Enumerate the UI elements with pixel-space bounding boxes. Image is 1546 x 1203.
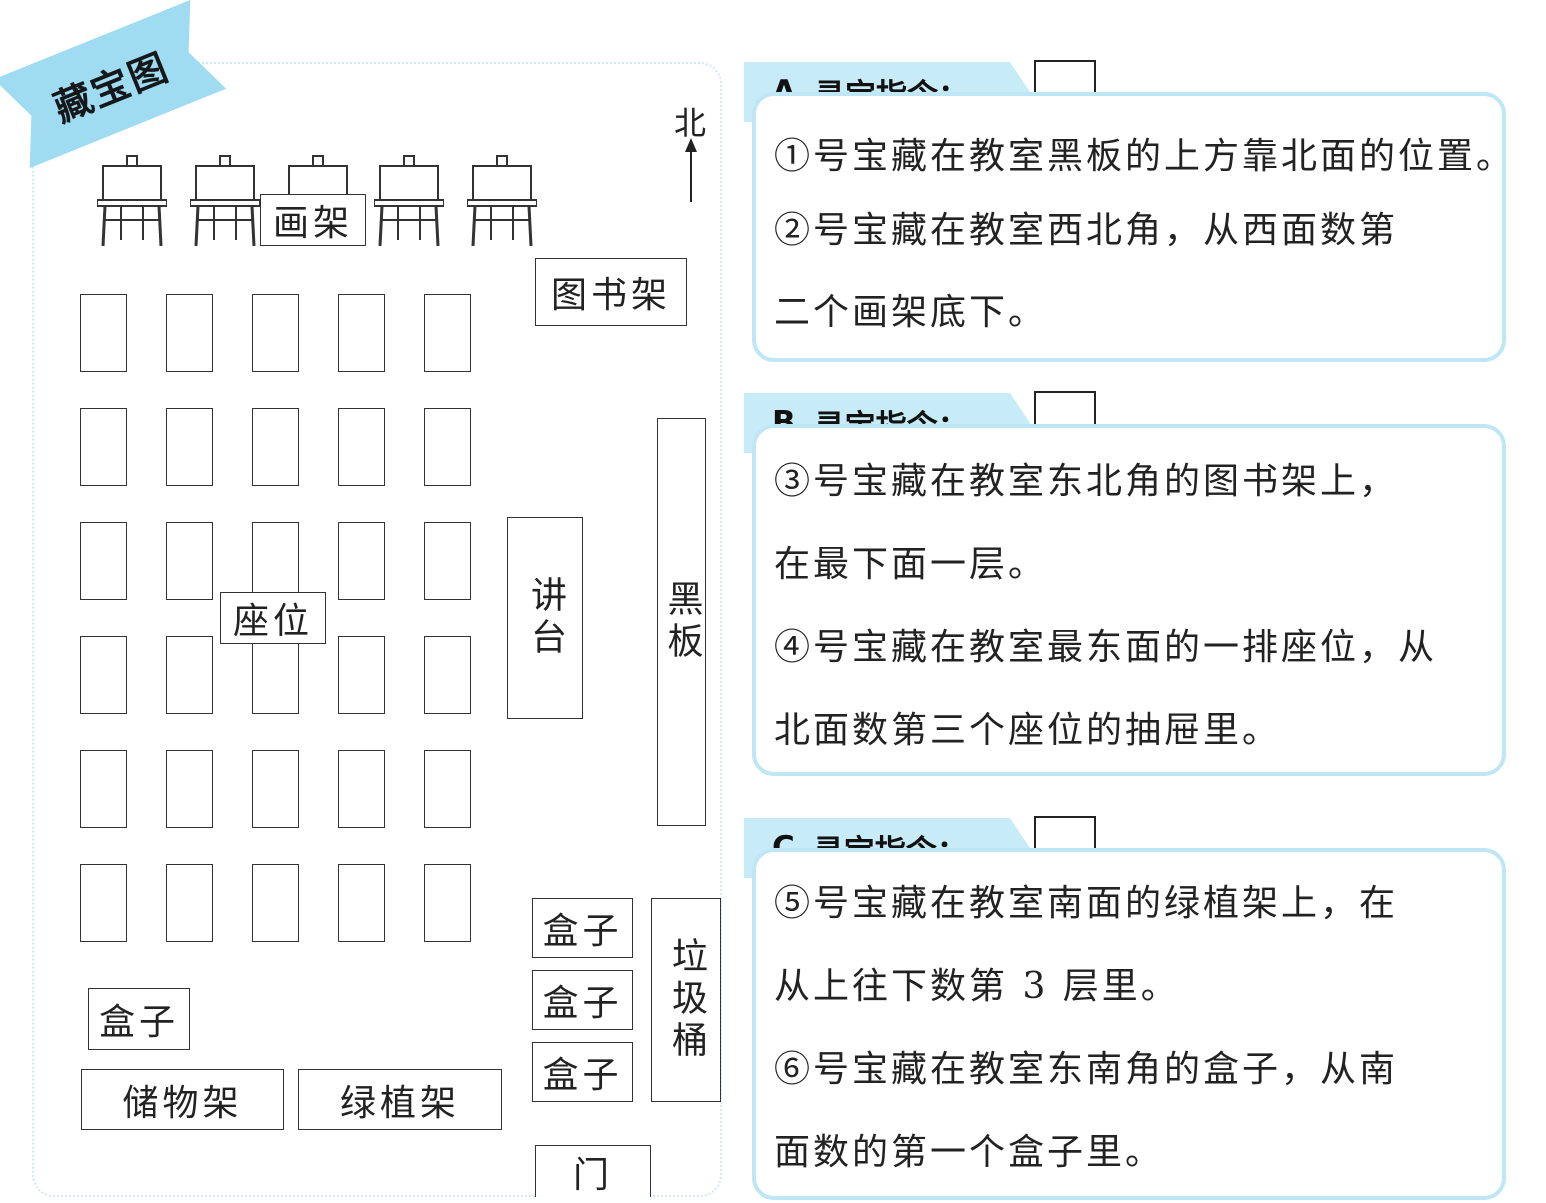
seat	[424, 522, 471, 600]
instruction-line: 在最下面一层。	[774, 544, 1048, 585]
seat	[252, 750, 299, 828]
instruction-b-card: ③号宝藏在教室东北角的图书架上， 在最下面一层。 ④号宝藏在教室最东面的一排座位…	[752, 424, 1506, 776]
seat	[338, 864, 385, 942]
instruction-a-card: ①号宝藏在教室黑板的上方靠北面的位置。 ②号宝藏在教室西北角，从西面数第 二个画…	[752, 92, 1516, 362]
seat	[338, 636, 385, 714]
seat	[252, 294, 299, 372]
instruction-c-card: ⑤号宝藏在教室南面的绿植架上，在 从上往下数第 3 层里。 ⑥号宝藏在教室东南角…	[752, 848, 1506, 1200]
instruction-line: ④号宝藏在教室最东面的一排座位，从	[774, 627, 1438, 668]
box-label: 盒子	[532, 1042, 633, 1102]
seat	[80, 636, 127, 714]
seat	[166, 294, 213, 372]
seat	[252, 408, 299, 486]
instruction-line: ③号宝藏在教室东北角的图书架上，	[774, 461, 1399, 502]
seat	[338, 522, 385, 600]
seat	[338, 294, 385, 372]
north-label: 北	[674, 104, 707, 142]
easel-icon	[467, 155, 537, 246]
seat	[252, 636, 299, 714]
instruction-line: 面数的第一个盒子里。	[774, 1132, 1165, 1173]
seat	[166, 636, 213, 714]
seat	[80, 864, 127, 942]
seat	[424, 864, 471, 942]
instruction-line: ②号宝藏在教室西北角，从西面数第	[774, 210, 1399, 251]
instruction-line: ①号宝藏在教室黑板的上方靠北面的位置。	[774, 136, 1516, 177]
north-arrow-icon	[685, 138, 697, 202]
seat	[424, 636, 471, 714]
easel-icon	[190, 155, 260, 246]
seat	[424, 294, 471, 372]
blackboard-label: 黑板	[657, 418, 706, 826]
seat	[80, 750, 127, 828]
box-label: 盒子	[532, 970, 633, 1030]
instruction-line: ⑤号宝藏在教室南面的绿植架上，在	[774, 883, 1399, 924]
bookshelf-label: 图书架	[535, 258, 687, 326]
trash-bin-label: 垃圾桶	[651, 898, 721, 1102]
storage-shelf-label: 储物架	[81, 1069, 284, 1130]
door-label: 门	[535, 1145, 651, 1197]
plant-shelf-label: 绿植架	[298, 1069, 502, 1130]
instruction-line: ⑥号宝藏在教室东南角的盒子，从南	[774, 1049, 1399, 1090]
seat	[166, 750, 213, 828]
seat	[252, 864, 299, 942]
seat	[166, 864, 213, 942]
seat	[338, 408, 385, 486]
instruction-line: 北面数第三个座位的抽屉里。	[774, 710, 1282, 751]
easel-label: 画架	[260, 194, 366, 246]
instruction-line: 二个画架底下。	[774, 292, 1048, 333]
seat	[80, 522, 127, 600]
podium-label: 讲台	[507, 517, 583, 719]
box-label: 盒子	[88, 988, 190, 1050]
seat	[80, 408, 127, 486]
seat	[252, 522, 299, 600]
seat	[424, 750, 471, 828]
seat	[424, 408, 471, 486]
seat	[166, 522, 213, 600]
instruction-line: 从上往下数第 3 层里。	[774, 966, 1180, 1007]
easel-icon	[97, 155, 167, 246]
box-label: 盒子	[532, 898, 633, 958]
seats-label: 座位	[220, 592, 326, 644]
seat	[166, 408, 213, 486]
easel-icon	[374, 155, 444, 246]
map-panel	[32, 62, 722, 1197]
seat	[80, 294, 127, 372]
seat	[338, 750, 385, 828]
